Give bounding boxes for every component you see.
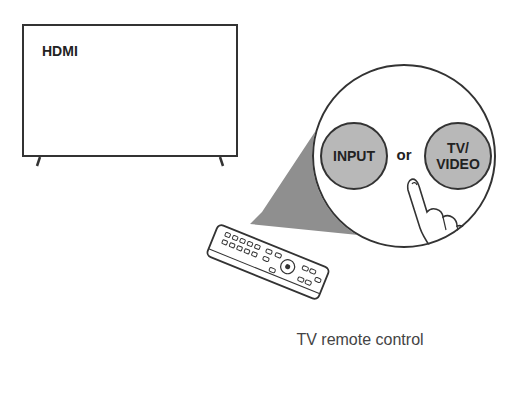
remote-key (232, 235, 238, 241)
remote-control (206, 224, 330, 300)
remote-key (225, 232, 231, 238)
remote-buttons (219, 232, 325, 290)
remote-key (229, 243, 235, 249)
remote-key (244, 249, 250, 255)
remote-dpad (279, 258, 297, 276)
button-label: TV/ VIDEO (432, 140, 484, 172)
remote-key (265, 249, 272, 255)
finger-outline (408, 179, 474, 262)
knuckle-line (443, 217, 459, 236)
input-source-label: HDMI (42, 43, 78, 59)
remote-key (302, 265, 309, 271)
remote-key (269, 267, 276, 273)
remote-key (305, 280, 312, 286)
button-label: INPUT (328, 148, 380, 164)
or-label: or (397, 146, 412, 163)
remote-key (222, 240, 228, 246)
magnifier-ground (312, 64, 496, 248)
remote-key (254, 244, 260, 250)
remote-key (236, 246, 242, 252)
remote-key (262, 256, 269, 262)
tv-screen: HDMI (22, 24, 238, 157)
magnifier-circle: or INPUT TV/ VIDEO (312, 64, 496, 248)
finger (408, 179, 474, 262)
remote-key (247, 241, 253, 247)
remote-key (297, 277, 304, 283)
remote-key (314, 277, 321, 283)
remote-key (251, 252, 257, 258)
input-button: INPUT (320, 122, 388, 190)
fingernail (412, 183, 417, 185)
remote-dpad-center (284, 263, 291, 270)
tv-video-button: TV/ VIDEO (424, 122, 492, 190)
remote-key (309, 268, 316, 274)
caption: TV remote control (296, 331, 423, 349)
tv-stand (37, 157, 223, 166)
remote-key (239, 238, 245, 244)
remote-edge (209, 249, 320, 294)
remote-body (206, 224, 330, 300)
remote-key (275, 252, 282, 258)
